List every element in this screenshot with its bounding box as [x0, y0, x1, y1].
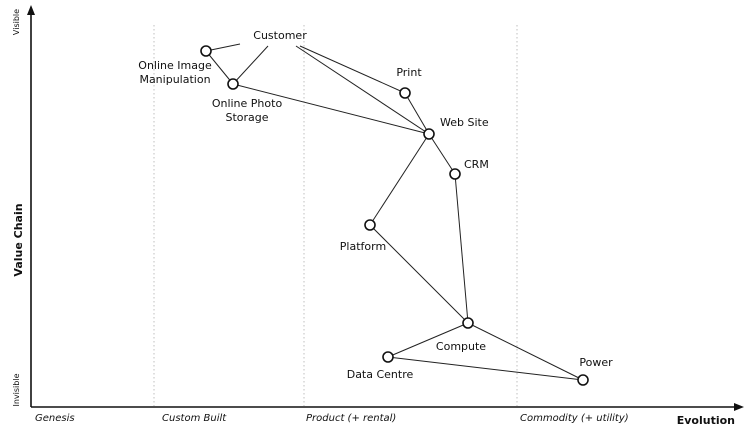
label-data-centre: Data Centre	[347, 368, 414, 381]
link-web-site-to-platform	[369, 133, 430, 226]
node-platform[interactable]	[364, 219, 376, 231]
node-compute[interactable]	[462, 317, 474, 329]
label-online-photo-storage-line-2: Storage	[225, 111, 268, 124]
link-customer-to-online-photo-storage	[232, 45, 269, 85]
link-web-site-to-crm	[428, 133, 456, 175]
label-crm: CRM	[464, 158, 489, 171]
link-compute-to-data-centre	[387, 322, 469, 358]
node-online-photo-storage[interactable]	[227, 78, 239, 90]
label-print: Print	[396, 66, 422, 79]
link-print-to-web-site	[404, 92, 430, 135]
node-web-site[interactable]	[423, 128, 435, 140]
label-web-site: Web Site	[440, 116, 489, 129]
x-axis-arrowhead	[734, 403, 744, 411]
node-data-centre[interactable]	[382, 351, 394, 363]
stage-label-4: Commodity (+ utility)	[520, 413, 629, 424]
y-axis-top-label: Visible	[12, 9, 21, 35]
link-customer-to-print	[299, 45, 406, 94]
label-online-image-manipulation-line-2: Manipulation	[139, 73, 210, 86]
stage-label-3: Product (+ rental)	[306, 413, 396, 424]
link-online-image-manipulation-to-online-photo-storage	[205, 50, 234, 85]
stage-label-2: Custom Built	[162, 413, 227, 424]
x-axis-title: Evolution	[677, 414, 735, 427]
y-axis-title: Value Chain	[12, 203, 25, 276]
stage-label-1: Genesis	[35, 413, 75, 424]
link-crm-to-compute	[454, 173, 469, 324]
label-power: Power	[579, 356, 613, 369]
link-data-centre-to-power	[387, 356, 584, 381]
node-power[interactable]	[577, 374, 589, 386]
link-online-photo-storage-to-web-site	[232, 83, 430, 135]
y-axis-bottom-label: Invisible	[12, 373, 21, 406]
node-online-image-manipulation[interactable]	[200, 45, 212, 57]
label-compute: Compute	[436, 340, 486, 353]
node-crm[interactable]	[449, 168, 461, 180]
link-customer-to-web-site	[295, 45, 430, 135]
label-customer: Customer	[253, 29, 307, 42]
label-platform: Platform	[340, 240, 386, 253]
node-print[interactable]	[399, 87, 411, 99]
label-online-photo-storage-line-1: Online Photo	[212, 97, 283, 110]
link-compute-to-power	[467, 322, 584, 381]
link-platform-to-compute	[369, 224, 469, 324]
y-axis-arrowhead	[27, 5, 35, 15]
label-online-image-manipulation-line-1: Online Image	[138, 59, 212, 72]
